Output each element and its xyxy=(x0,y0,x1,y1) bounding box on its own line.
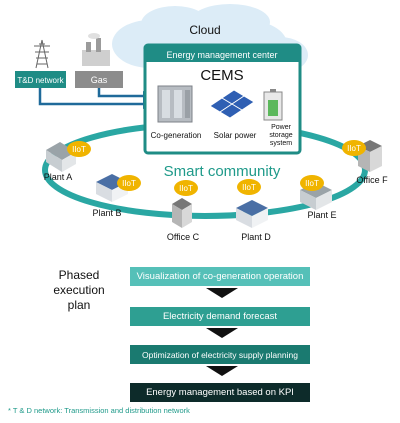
plan-step-4: Energy management based on KPI xyxy=(130,383,310,402)
plan-arrow-3 xyxy=(206,366,238,376)
site-label-office-f: Office F xyxy=(356,175,388,185)
asset-label-cogeneration: Co-generation xyxy=(151,131,202,140)
plan-step-1: Visualization of co-generation operation xyxy=(130,267,310,286)
iiot-badge-d: IIoT xyxy=(237,179,261,195)
td-network-box xyxy=(15,71,66,88)
gas-box xyxy=(75,71,123,88)
smart-community-label: Smart community xyxy=(164,163,281,180)
battery-icon xyxy=(263,89,283,121)
plan-step-2: Electricity demand forecast xyxy=(130,307,310,326)
gas-connector-line xyxy=(97,88,143,98)
svg-text:IIoT: IIoT xyxy=(242,183,256,192)
plan-step-3: Optimization of electricity supply plann… xyxy=(130,345,310,364)
site-label-plant-d: Plant D xyxy=(241,232,271,242)
site-label-office-c: Office C xyxy=(167,232,200,242)
svg-text:IIoT: IIoT xyxy=(305,179,319,188)
svg-text:IIoT: IIoT xyxy=(122,179,136,188)
svg-text:IIoT: IIoT xyxy=(179,184,193,193)
cems-header-bar xyxy=(146,46,299,62)
iiot-badge-b: IIoT xyxy=(117,175,141,191)
footnote: * T & D network: Transmission and distri… xyxy=(8,406,190,415)
gas-label: Gas xyxy=(91,75,108,85)
iiot-badge-a: IIoT xyxy=(67,141,91,157)
site-label-plant-e: Plant E xyxy=(307,210,336,220)
cems-title: CEMS xyxy=(200,67,243,84)
phased-label-line: execution xyxy=(53,283,105,297)
cems-header: Energy management center xyxy=(166,50,277,60)
cloud-label: Cloud xyxy=(189,23,220,37)
plan-arrow-1 xyxy=(206,288,238,298)
iiot-badge-f: IIoT xyxy=(342,140,366,156)
office-c-building-icon xyxy=(172,198,192,228)
phased-label-line: Phased xyxy=(58,268,100,282)
phased-label-line: plan xyxy=(67,298,91,312)
td-network-label: T&D network xyxy=(17,76,64,85)
site-label-plant-b: Plant B xyxy=(92,208,121,218)
transmission-tower-icon xyxy=(34,39,50,69)
solar-panel-icon xyxy=(209,89,255,119)
svg-text:IIoT: IIoT xyxy=(347,144,361,153)
site-label-plant-a: Plant A xyxy=(44,172,73,182)
td-connector-line xyxy=(38,88,143,106)
plan-arrow-2 xyxy=(206,328,238,338)
iiot-badge-e: IIoT xyxy=(300,175,324,191)
co-generation-icon xyxy=(157,85,193,123)
svg-text:IIoT: IIoT xyxy=(72,145,86,154)
gas-plant-icon xyxy=(82,33,110,66)
plant-a-building-icon xyxy=(46,142,76,172)
asset-label-solar: Solar power xyxy=(214,131,257,140)
iiot-badge-c: IIoT xyxy=(174,180,198,196)
plant-d-building-icon xyxy=(236,200,268,228)
